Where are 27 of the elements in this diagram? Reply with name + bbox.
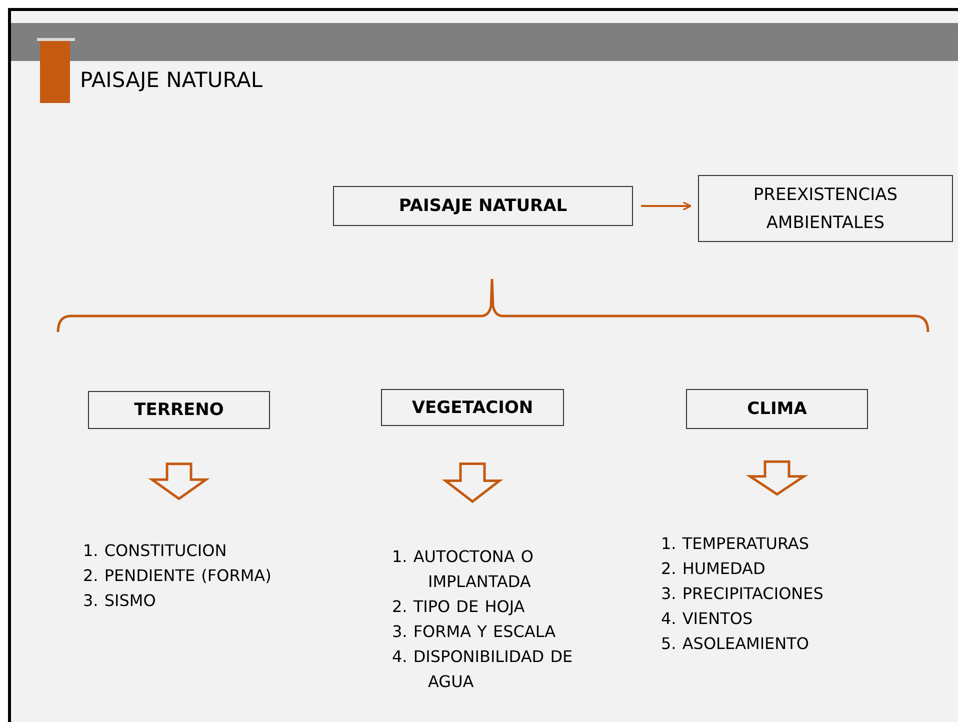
category-box	[333, 186, 633, 226]
block-arrow	[746, 460, 808, 496]
category-box	[88, 391, 270, 429]
list-item: 2. TIPO DE HOJA	[392, 596, 525, 618]
list-item: 2. HUMEDAD	[661, 558, 766, 580]
list-item: 3. PRECIPITACIONES	[661, 583, 824, 605]
list-item: 4. VIENTOS	[661, 608, 754, 630]
block-arrow	[148, 462, 210, 500]
list-item: 1. TEMPERATURAS	[661, 533, 810, 555]
box-label: TERRENO	[133, 399, 225, 422]
list-item: 3. SISMO	[83, 590, 157, 612]
category-box	[381, 389, 564, 426]
slide-title: PAISAJE NATURAL	[80, 68, 263, 92]
block-arrow	[442, 462, 504, 504]
box-label: VEGETACION	[410, 396, 534, 420]
list-item: 5. ASOLEAMIENTO	[661, 633, 810, 655]
category-box	[686, 389, 868, 429]
list-item: 3. FORMA Y ESCALA	[392, 621, 556, 643]
list-item: 1. CONSTITUCION	[83, 540, 228, 562]
category-box	[698, 175, 953, 242]
list-item: 2. PENDIENTE (FORMA)	[83, 565, 272, 587]
list-item: 1. AUTOCTONA O IMPLANTADA	[392, 546, 535, 593]
box-label: CLIMA	[746, 398, 808, 421]
list-item: 4. DISPONIBILIDAD DE AGUA	[392, 646, 574, 693]
box-label: PAISAJE NATURAL	[398, 195, 568, 218]
arrow	[641, 201, 692, 211]
box-label: PREEXISTENCIAS AMBIENTALES	[752, 184, 899, 234]
